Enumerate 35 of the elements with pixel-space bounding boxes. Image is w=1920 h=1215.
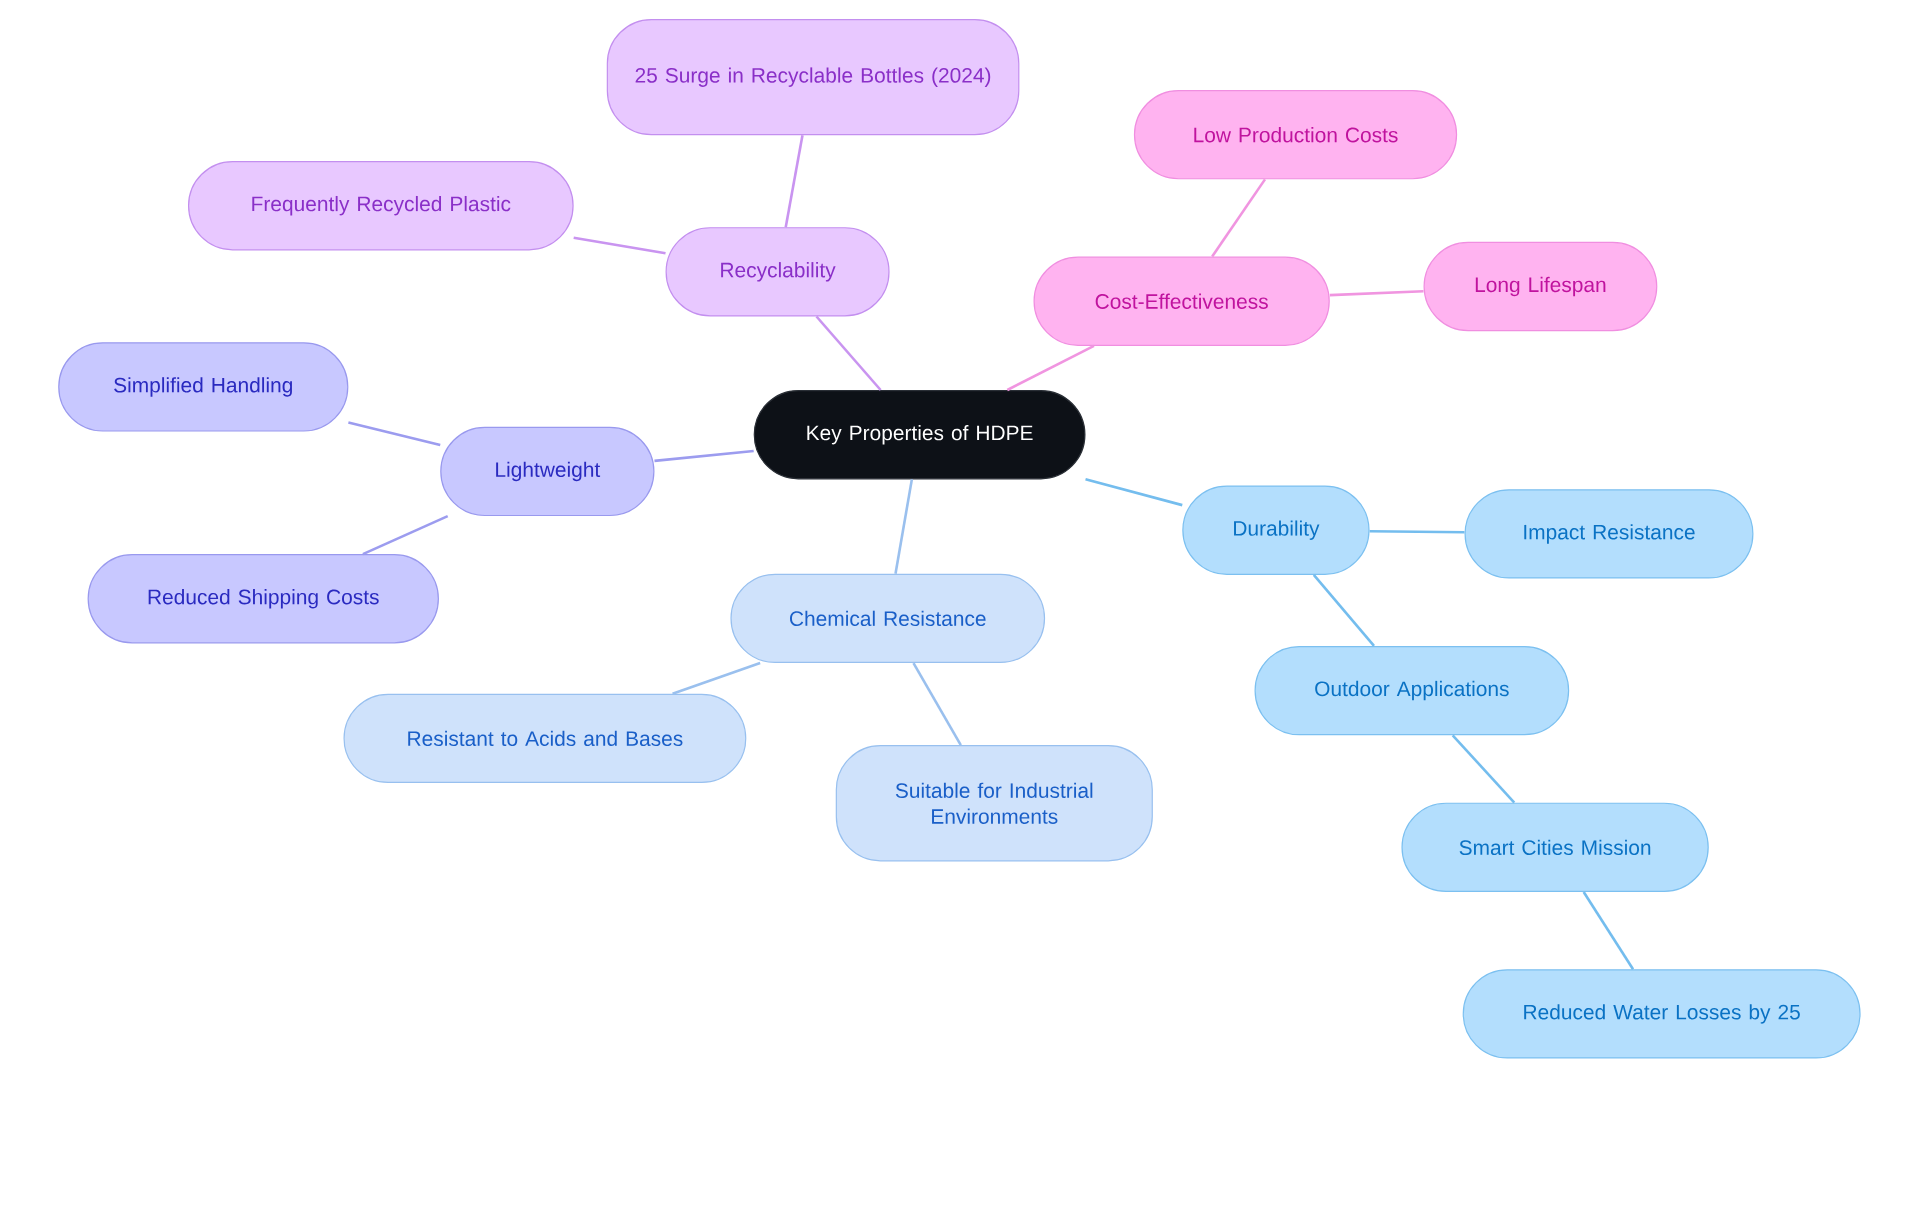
connector-line [784,135,804,228]
topic-node: Resistant to Acids and Bases [343,693,747,784]
connector-line [1085,477,1183,507]
connector-line [1006,344,1095,392]
topic-node: Chemical Resistance [730,573,1046,664]
connector-line [1582,891,1635,970]
connector-line [1329,290,1424,297]
topic-node: Simplified Handling [58,342,349,432]
connector-line [912,662,962,746]
connector-line [573,236,666,255]
topic-node: Long Lifespan [1423,241,1658,332]
topic-node: Reduced Shipping Costs [87,554,439,644]
connector-line [1451,734,1516,804]
topic-node: Durability [1182,485,1370,575]
topic-node: Impact Resistance [1464,489,1754,579]
connector-line [1211,178,1267,258]
topic-node: Suitable for Industrial Environments [835,745,1153,862]
connector-line [1369,529,1465,534]
root-node: Key Properties of HDPE [753,390,1086,480]
connector-line [348,421,441,447]
connector-line [815,315,882,391]
connector-line [1312,574,1375,647]
topic-node: Smart Cities Mission [1401,802,1709,893]
connector-line [654,449,754,463]
connector-line [672,661,761,695]
topic-node: Frequently Recycled Plastic [188,161,574,251]
topic-node: 25 Surge in Recyclable Bottles (2024) [606,19,1020,136]
topic-node: Recyclability [665,227,890,317]
topic-node: Outdoor Applications [1254,645,1570,736]
connector-line [362,514,449,556]
topic-node: Low Production Costs [1133,90,1458,180]
topic-node: Reduced Water Losses by 25 [1462,969,1861,1059]
connector-line [894,479,914,574]
topic-node: Lightweight [440,426,655,517]
topic-node: Cost-Effectiveness [1033,256,1330,346]
